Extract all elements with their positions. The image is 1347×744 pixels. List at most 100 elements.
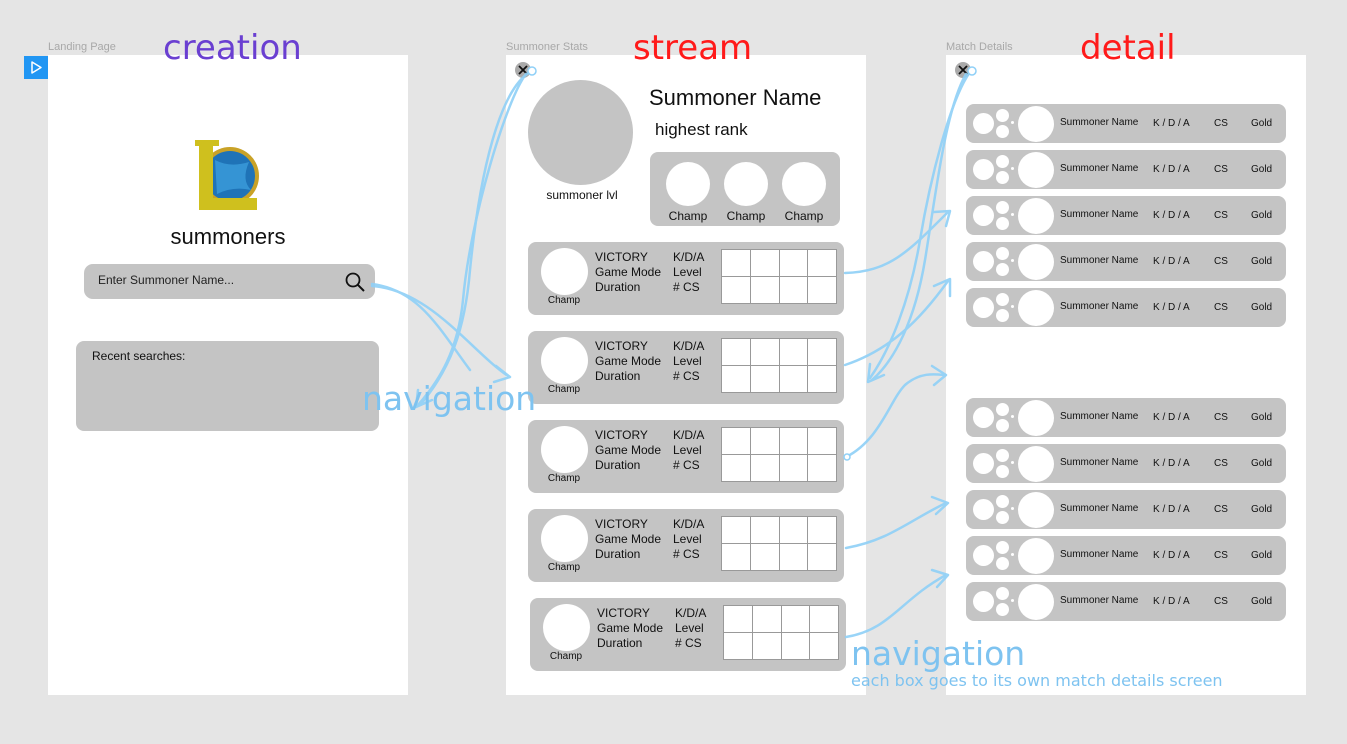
match-result: VICTORY [595, 517, 648, 531]
champion-portrait [1018, 538, 1054, 574]
rune-slot [996, 263, 1009, 276]
rune-slot [996, 109, 1009, 122]
top-champion[interactable]: Champ [781, 162, 827, 223]
top-champion[interactable]: Champ [665, 162, 711, 223]
player-kda: K / D / A [1153, 164, 1190, 175]
level: Level [673, 354, 702, 368]
separator-dot [1011, 415, 1014, 418]
match-card[interactable]: Champ VICTORY Game Mode Duration K/D/A L… [528, 509, 844, 582]
match-card[interactable]: Champ VICTORY Game Mode Duration K/D/A L… [528, 242, 844, 315]
app-title: summoners [170, 224, 286, 249]
match-info: VICTORY Game Mode Duration [595, 517, 661, 562]
separator-dot [1011, 461, 1014, 464]
match-result: VICTORY [595, 428, 648, 442]
game-mode: Game Mode [595, 532, 662, 546]
rune-slot [996, 247, 1009, 260]
champion-portrait [1018, 492, 1054, 528]
detail-heading: detail [1080, 28, 1176, 68]
close-icon[interactable] [955, 62, 971, 78]
champion-portrait [1018, 152, 1054, 188]
navigation-label: navigation [362, 379, 537, 418]
rune-slot [996, 155, 1009, 168]
player-name: Summoner Name [1060, 503, 1139, 514]
champion-portrait [724, 162, 768, 206]
spell-slot [973, 297, 994, 318]
player-cs: CS [1214, 256, 1228, 267]
separator-dot [1011, 121, 1014, 124]
player-kda: K / D / A [1153, 118, 1190, 129]
item-grid [721, 338, 837, 393]
match-duration: Duration [595, 547, 641, 561]
summoner-level: summoner lvl [546, 188, 618, 202]
spell-slot [973, 499, 994, 520]
match-info: VICTORY Game Mode Duration [595, 250, 661, 295]
cs-count: # CS [673, 369, 700, 383]
match-duration: Duration [597, 636, 643, 650]
player-cs: CS [1214, 458, 1228, 469]
level: Level [673, 532, 702, 546]
rune-slot [996, 495, 1009, 508]
champion-portrait [541, 248, 588, 295]
kda: K/D/A [673, 517, 705, 531]
player-name: Summoner Name [1060, 163, 1139, 174]
separator-dot [1011, 507, 1014, 510]
player-gold: Gold [1251, 118, 1273, 129]
level: Level [675, 621, 704, 635]
champion-portrait [782, 162, 826, 206]
kda: K/D/A [675, 606, 707, 620]
item-grid [723, 605, 839, 660]
rune-slot [996, 293, 1009, 306]
separator-dot [1011, 259, 1014, 262]
player-name: Summoner Name [1060, 209, 1139, 220]
rune-slot [996, 309, 1009, 322]
top-champion[interactable]: Champ [723, 162, 769, 223]
game-mode: Game Mode [595, 443, 662, 457]
separator-dot [1011, 213, 1014, 216]
match-card[interactable]: Champ VICTORY Game Mode Duration K/D/A L… [530, 598, 846, 671]
navigation-note: each box goes to its own match details s… [851, 671, 1223, 690]
match-info: VICTORY Game Mode Duration [595, 339, 661, 384]
champion-label: Champ [784, 209, 824, 223]
spell-slot [973, 251, 994, 272]
player-name: Summoner Name [1060, 411, 1139, 422]
summoner-avatar [528, 80, 633, 185]
spell-slot [973, 113, 994, 134]
player-kda: K / D / A [1153, 550, 1190, 561]
recent-searches-panel[interactable]: Recent searches: [76, 341, 379, 431]
match-card[interactable]: Champ VICTORY Game Mode Duration K/D/A L… [528, 420, 844, 493]
level: Level [673, 265, 702, 279]
rune-slot [996, 557, 1009, 570]
player-kda: K / D / A [1153, 458, 1190, 469]
game-mode: Game Mode [597, 621, 664, 635]
top-champions-panel: Champ Champ Champ [650, 152, 840, 226]
player-kda: K / D / A [1153, 256, 1190, 267]
champion-portrait [543, 604, 590, 651]
rune-slot [996, 419, 1009, 432]
player-name: Summoner Name [1060, 595, 1139, 606]
frame-label-landing: Landing Page [48, 41, 116, 53]
close-icon[interactable] [515, 62, 531, 78]
champion-portrait [541, 426, 588, 473]
search-input[interactable]: Enter Summoner Name... [84, 264, 375, 299]
player-cs: CS [1214, 302, 1228, 313]
highest-rank: highest rank [655, 120, 748, 139]
creation-heading: creation [163, 28, 302, 68]
match-stats: K/D/A Level # CS [673, 517, 704, 562]
match-card[interactable]: Champ VICTORY Game Mode Duration K/D/A L… [528, 331, 844, 404]
rune-slot [996, 511, 1009, 524]
match-result: VICTORY [597, 606, 650, 620]
champion-portrait [1018, 584, 1054, 620]
search-icon[interactable] [344, 271, 366, 293]
play-prototype-button[interactable] [24, 56, 48, 79]
league-logo [193, 138, 263, 216]
